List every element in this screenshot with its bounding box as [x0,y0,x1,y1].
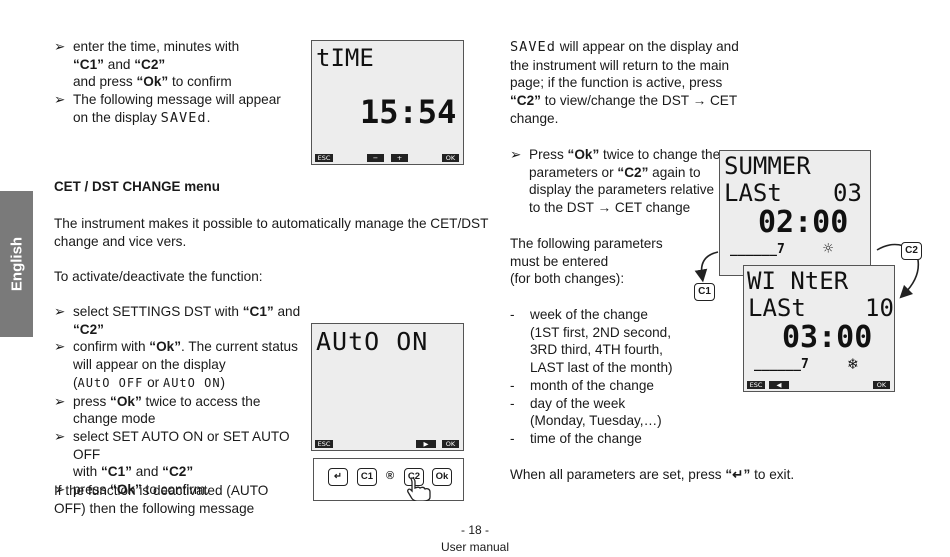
ok-button: OK [873,381,890,389]
page-number: - 18 - [460,523,489,537]
deactivated-text: If the function is deactivated (AUTO OFF… [54,483,269,516]
final-instruction: When all parameters are set, press “↵” t… [510,467,795,482]
saved-segment-text: SAVEd [160,109,207,126]
params-item-time: - time of the change [510,430,642,446]
intro-bullet-1: ➢ enter the time, minutes with “C1” and … [54,39,240,90]
esc-button: ESC [747,381,765,389]
steps-list: ➢ select SETTINGS DST with “C1” and “C2”… [54,303,304,499]
registered-mark-icon: ® [386,470,395,482]
params-item-month: - month of the change [510,377,654,393]
saved-segment-text: SAVEd [510,39,556,55]
esc-button: ESC [315,154,333,162]
description: The instrument makes it possible to auto… [54,216,489,249]
lcd-summer-screen: SUMMER LASt 03 02:00 ______7 ☼ [719,150,871,276]
bullet-arrow-icon: ➢ [54,304,66,319]
params-item-day: - day of the week (Monday, Tuesday,…) [510,395,662,429]
press-bullet: ➢ Press “Ok” twice to change the paramet… [510,147,721,216]
step-3: ➢ press “Ok” twice to access the change … [54,393,261,427]
snowflake-icon: ❄ [848,354,858,373]
esc-button: ESC [315,440,333,448]
bullet-arrow-icon: ➢ [510,147,522,162]
c1-arrow [694,251,719,283]
bullet-arrow-icon: ➢ [54,339,66,355]
lcd-summer-day-indicator: ______7 [730,242,785,257]
ok-button: OK [442,154,459,162]
lcd-winter-time: 03:00 [782,320,873,355]
c1-callout: C1 [694,283,715,301]
c2-callout: C2 [901,242,922,260]
lcd-time-title: tIME [316,44,374,72]
navigation-arrows-diagram [694,243,920,299]
play-button: ▶ [416,440,436,448]
lcd-summer-title: SUMMER [724,152,811,180]
step-2: ➢ confirm with “Ok”. The current status … [54,339,298,390]
section-heading: CET / DST CHANGE menu [54,179,220,194]
bullet-arrow-icon: ➢ [54,393,66,409]
lcd-auto-title: AUtO ON [316,327,429,356]
lcd-winter-screen: WI NtER LASt 10 03:00 ______7 ❄ ESC ◀ OK [743,265,895,392]
lcd-time-value: 15:54 [360,93,457,131]
c1-key: C1 [357,468,377,486]
enter-key: ↵ [328,468,348,486]
lcd-time-screen: tIME 15:54 ESC − + OK [311,40,464,165]
plus-button: + [391,154,408,162]
bullet-arrow-icon: ➢ [54,428,66,444]
lcd-winter-day-indicator: ______7 [754,357,809,372]
back-button: ◀ [769,381,789,389]
c2-arrow [876,243,920,299]
minus-button: − [367,154,384,162]
params-intro: The following parameters must be entered… [510,236,663,287]
lcd-auto-screen: AUtO ON ESC ▶ OK [311,323,464,451]
step-1: ➢ select SETTINGS DST with “C1” and “C2” [54,304,301,337]
lcd-summer-time: 02:00 [758,205,849,240]
lcd-summer-week-number: 03 [833,179,862,207]
language-tab: English [0,191,33,337]
language-tab-label: English [8,236,25,292]
step-4: ➢ select SET AUTO ON or SET AUTO OFF wit… [54,428,290,480]
params-item-week: - week of the change (1ST first, 2ND sec… [510,307,673,376]
lcd-summer-last: LASt [724,179,782,207]
params-list: - week of the change (1ST first, 2ND sec… [510,306,710,448]
intro-bullet-2: ➢ The following message will appear on t… [54,92,281,126]
footer-label: User manual [440,540,510,554]
lcd-winter-title: WI NtER [747,267,849,295]
bullet-arrow-icon: ➢ [54,39,66,54]
device-keypad: ↵ C1 ® C2 Ok [313,458,464,501]
bullet-arrow-icon: ➢ [54,92,66,108]
step-5: ➢ press “Ok” to confirm. [54,482,209,498]
lcd-winter-week-number: 10 [865,294,894,322]
sun-icon: ☼ [823,239,834,259]
ok-key: Ok [432,468,452,486]
intro-bullets: ➢ enter the time, minutes with “C1” and … [54,38,304,128]
bullet-arrow-icon: ➢ [54,482,66,498]
saved-paragraph: SAVEd will appear on the display and the… [510,39,739,126]
activate-text: To activate/deactivate the function: [54,269,263,284]
ok-button: OK [442,440,459,448]
lcd-winter-last: LASt [748,294,806,322]
pointing-hand-icon [407,477,431,501]
